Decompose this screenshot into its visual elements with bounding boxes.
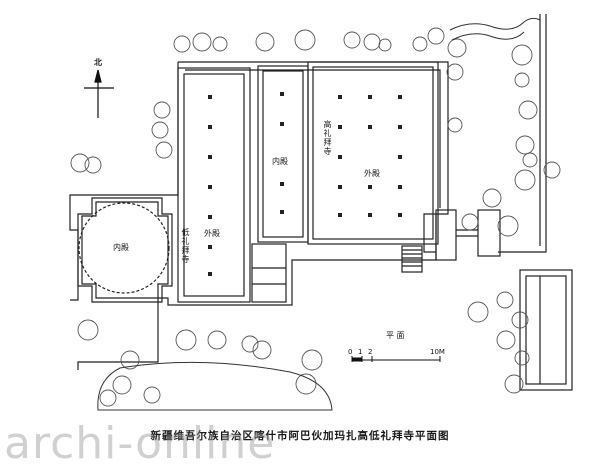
scale-tick-10m: 10M [430, 348, 445, 356]
figure-caption: 新疆维吾尔族自治区喀什市阿巴伙加玛扎高低礼拜寺平面图 [150, 430, 450, 442]
high-mosque-outer-hall [307, 61, 439, 245]
scale-tick-1: 1 [358, 348, 363, 356]
stairs [401, 245, 423, 273]
low-mosque-outer-hall [177, 67, 251, 303]
inner-hall-left-label: 内殿 [113, 243, 129, 252]
low-mosque-inner-hall [77, 197, 173, 303]
outer-hall-center-label: 外殿 [204, 229, 220, 238]
scale-bar [351, 356, 441, 362]
north-arrow-icon [84, 69, 114, 118]
outer-wall-inner-line [185, 69, 441, 208]
courtyard-room [251, 243, 287, 303]
high-mosque-label: 高礼拜寺 [323, 120, 332, 156]
watermark: archi-online [4, 418, 276, 469]
outer-wall [69, 61, 449, 370]
gate-block [477, 209, 501, 257]
north-label: 北 [94, 57, 102, 67]
inner-hall-center-label: 内殿 [272, 157, 288, 166]
plan-title: 平 面 [386, 331, 405, 340]
east-building [519, 269, 573, 391]
outer-hall-right-label: 外殿 [364, 169, 380, 178]
scale-tick-0: 0 [348, 348, 353, 356]
low-mosque-label: 低礼拜寺 [181, 228, 190, 264]
entry-block [435, 209, 457, 261]
scale-tick-2: 2 [368, 348, 373, 356]
